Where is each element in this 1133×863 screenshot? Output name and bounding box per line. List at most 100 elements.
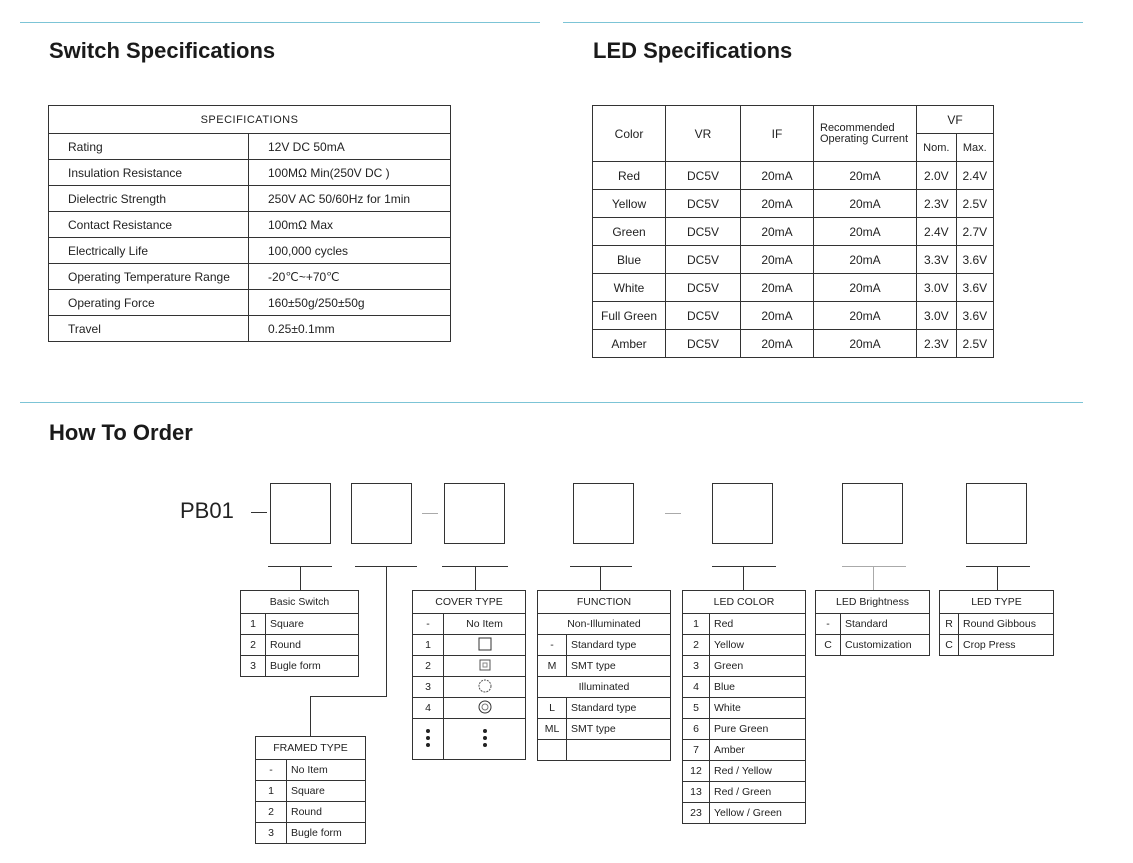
- circle-cap-icon: [478, 700, 492, 717]
- led-cell-color: Red: [592, 161, 666, 190]
- option-icon-cell: [443, 718, 526, 760]
- underline-led-color: [712, 566, 776, 567]
- spec-value: 100MΩ Min(250V DC ): [248, 159, 451, 186]
- led-cell-max: 3.6V: [955, 245, 995, 274]
- option-label: Red / Green: [709, 781, 806, 803]
- option-label: Pure Green: [709, 718, 806, 740]
- led-specs-title: LED Specifications: [593, 38, 793, 63]
- led-col-color: Color: [592, 105, 666, 162]
- option-label: Bugle form: [286, 822, 366, 844]
- led-col-recommended: Recommended Operating Current: [813, 105, 917, 162]
- led-cell-nom: 3.0V: [916, 273, 957, 302]
- led-cell-if: 20mA: [740, 189, 814, 218]
- connector-framed-2: [310, 696, 387, 697]
- option-code: ML: [537, 718, 567, 740]
- led-cell-if: 20mA: [740, 301, 814, 330]
- option-label: Yellow / Green: [709, 802, 806, 824]
- connector-function: [600, 566, 601, 590]
- option-label: Blue: [709, 676, 806, 698]
- connector-framed-1: [386, 566, 387, 696]
- option-code: -: [537, 634, 567, 656]
- option-label: Bugle form: [265, 655, 359, 677]
- option-icon-cell: [443, 676, 526, 698]
- order-dash-1: [422, 513, 438, 514]
- small-square-cap-icon: [478, 658, 492, 675]
- table-row: Illuminated: [537, 676, 671, 698]
- order-box-led-color: [712, 483, 773, 544]
- underline-led-type: [966, 566, 1030, 567]
- order-box-basic-switch: [270, 483, 331, 544]
- option-code: 3: [682, 655, 710, 677]
- led-cell-rec: 20mA: [813, 245, 917, 274]
- how-to-order-title: How To Order: [49, 420, 193, 445]
- option-code: -: [412, 613, 444, 635]
- option-label: Red: [709, 613, 806, 635]
- option-code: 5: [682, 697, 710, 719]
- middle-rule: [20, 402, 1083, 403]
- order-box-led-type: [966, 483, 1027, 544]
- function-title: FUNCTION: [537, 590, 671, 614]
- option-code: 23: [682, 802, 710, 824]
- led-cell-rec: 20mA: [813, 217, 917, 246]
- option-label: Standard type: [566, 634, 671, 656]
- led-cell-vr: DC5V: [665, 301, 741, 330]
- connector-led-type: [997, 566, 998, 590]
- led-cell-max: 2.7V: [955, 217, 995, 246]
- spec-label: Rating: [48, 133, 249, 160]
- table-row: 1: [412, 634, 526, 656]
- connector-led-color: [743, 566, 744, 590]
- led-cell-max: 2.5V: [955, 189, 995, 218]
- led-cell-nom: 2.3V: [916, 329, 957, 358]
- led-cell-color: Blue: [592, 245, 666, 274]
- order-box-framed-type: [351, 483, 412, 544]
- connector-basic: [300, 566, 301, 590]
- order-box-function: [573, 483, 634, 544]
- order-prefix: PB01: [180, 498, 234, 523]
- option-code: C: [815, 634, 841, 656]
- spec-label: Operating Temperature Range: [48, 263, 249, 290]
- spec-value: 100mΩ Max: [248, 211, 451, 238]
- led-col-vf-max: Max.: [955, 133, 995, 162]
- spec-value: 12V DC 50mA: [248, 133, 451, 160]
- option-label: Standard type: [566, 697, 671, 719]
- square-cap-icon: [478, 637, 492, 654]
- top-rule-right: [563, 22, 1083, 23]
- option-label: Standard: [840, 613, 930, 635]
- led-brightness-title: LED Brightness: [815, 590, 930, 614]
- option-code: C: [939, 634, 959, 656]
- table-row: 2: [412, 655, 526, 677]
- option-label: Crop Press: [958, 634, 1054, 656]
- led-cell-if: 20mA: [740, 161, 814, 190]
- option-code: L: [537, 697, 567, 719]
- option-code: 2: [255, 801, 287, 823]
- led-cell-vr: DC5V: [665, 329, 741, 358]
- underline-brightness: [842, 566, 906, 567]
- led-cell-nom: 2.0V: [916, 161, 957, 190]
- option-code: [537, 739, 567, 761]
- led-specs-table: Color VR IF Recommended Operating Curren…: [592, 105, 995, 358]
- option-code: M: [537, 655, 567, 677]
- option-label: Red / Yellow: [709, 760, 806, 782]
- led-cell-max: 2.4V: [955, 161, 995, 190]
- led-cell-nom: 2.3V: [916, 189, 957, 218]
- option-code: 7: [682, 739, 710, 761]
